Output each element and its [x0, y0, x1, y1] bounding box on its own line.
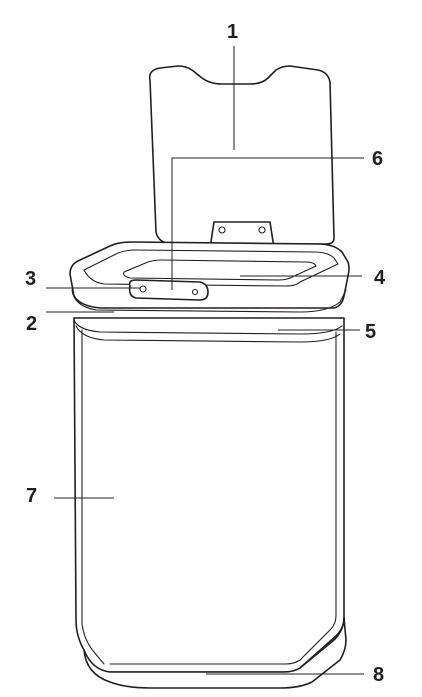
part-label-5: 5: [365, 321, 376, 343]
part-label-6: 6: [372, 148, 383, 170]
sensor-panel: [128, 279, 209, 301]
part-label-2: 2: [26, 313, 37, 335]
lid-ring-band: [71, 289, 347, 313]
hinge-screw-right: [258, 226, 266, 234]
body-trim-band-lower: [75, 325, 341, 343]
bin-body-side-edge: [81, 329, 105, 665]
part-label-3: 3: [25, 268, 36, 290]
inner-opening: [123, 259, 317, 281]
bin-body: [73, 317, 345, 673]
sensor-light-icon: [139, 285, 147, 293]
part-label-8: 8: [373, 664, 384, 686]
sensor-eye-icon: [191, 288, 199, 296]
part-label-4: 4: [374, 267, 386, 289]
open-lid: [148, 65, 335, 245]
bin-body-right-edge: [109, 331, 337, 665]
hinge-screw-left: [218, 226, 226, 234]
top-frame-inner-rim: [83, 249, 339, 287]
part-label-1: 1: [227, 21, 238, 43]
leader-6: [171, 157, 364, 290]
part-label-7: 7: [26, 485, 37, 507]
